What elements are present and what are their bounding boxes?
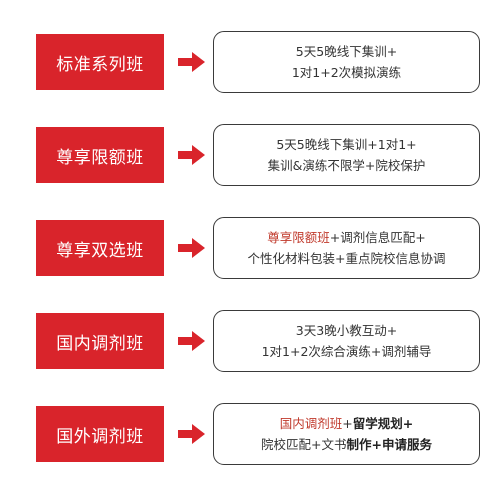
arrow-right-icon [178, 424, 205, 444]
arrow-right-icon [178, 331, 205, 351]
description-bold-text: 制作+申请服务 [346, 437, 432, 452]
course-label-overseas-adjust: 国外调剂班 [36, 406, 164, 462]
description-text: +调剂信息匹配+ [329, 230, 426, 245]
arrow-right-icon [178, 145, 205, 165]
course-label-text: 国外调剂班 [56, 426, 144, 447]
course-label-premium-dual: 尊享双选班 [36, 220, 164, 276]
course-label-standard: 标准系列班 [36, 34, 164, 90]
course-row-domestic-adjust: 国内调剂班 3天3晚小教互动+ 1对1+2次综合演练+调剂辅导 [0, 310, 490, 374]
course-row-overseas-adjust: 国外调剂班 国内调剂班+留学规划+ 院校匹配+文书制作+申请服务 [0, 403, 490, 467]
description-line-1: 国内调剂班+留学规划+ [280, 413, 413, 434]
description-line-2: 1对1+2次综合演练+调剂辅导 [261, 344, 432, 359]
highlighted-course-name: 尊享限额班 [267, 230, 330, 245]
description-line-2: 集训&演练不限学+院校保护 [267, 158, 426, 173]
description-bold-text: 留学规划+ [352, 416, 414, 431]
arrow-right-icon [178, 238, 205, 258]
course-row-premium-dual: 尊享双选班 尊享限额班+调剂信息匹配+ 个性化材料包装+重点院校信息协调 [0, 217, 490, 281]
course-description-premium-limited: 5天5晚线下集训+1对1+ 集训&演练不限学+院校保护 [213, 124, 480, 186]
description-line-2: 个性化材料包装+重点院校信息协调 [247, 251, 446, 266]
course-row-standard: 标准系列班 5天5晚线下集训+ 1对1+2次模拟演练 [0, 31, 490, 95]
description-line-1: 3天3晚小教互动+ [295, 323, 398, 338]
description-line-1: 尊享限额班+调剂信息匹配+ [267, 227, 425, 248]
course-label-domestic-adjust: 国内调剂班 [36, 313, 164, 369]
highlighted-course-name: 国内调剂班 [279, 416, 343, 431]
course-label-text: 尊享双选班 [56, 240, 144, 261]
description-text: + [342, 416, 353, 431]
description-line-1: 5天5晚线下集训+1对1+ [276, 137, 417, 152]
description-line-2: 1对1+2次模拟演练 [291, 65, 402, 80]
course-row-premium-limited: 尊享限额班 5天5晚线下集训+1对1+ 集训&演练不限学+院校保护 [0, 124, 490, 188]
course-label-premium-limited: 尊享限额班 [36, 127, 164, 183]
arrow-right-icon [178, 52, 205, 72]
description-text: 院校匹配+文书 [261, 437, 347, 452]
course-description-standard: 5天5晚线下集训+ 1对1+2次模拟演练 [213, 31, 480, 93]
course-description-domestic-adjust: 3天3晚小教互动+ 1对1+2次综合演练+调剂辅导 [213, 310, 480, 372]
course-label-text: 尊享限额班 [56, 147, 144, 168]
description-line-2: 院校匹配+文书制作+申请服务 [261, 434, 432, 455]
course-description-premium-dual: 尊享限额班+调剂信息匹配+ 个性化材料包装+重点院校信息协调 [213, 217, 480, 279]
description-line-1: 5天5晚线下集训+ [295, 44, 398, 59]
course-label-text: 国内调剂班 [56, 333, 144, 354]
course-label-text: 标准系列班 [56, 54, 144, 75]
course-description-overseas-adjust: 国内调剂班+留学规划+ 院校匹配+文书制作+申请服务 [213, 403, 480, 465]
